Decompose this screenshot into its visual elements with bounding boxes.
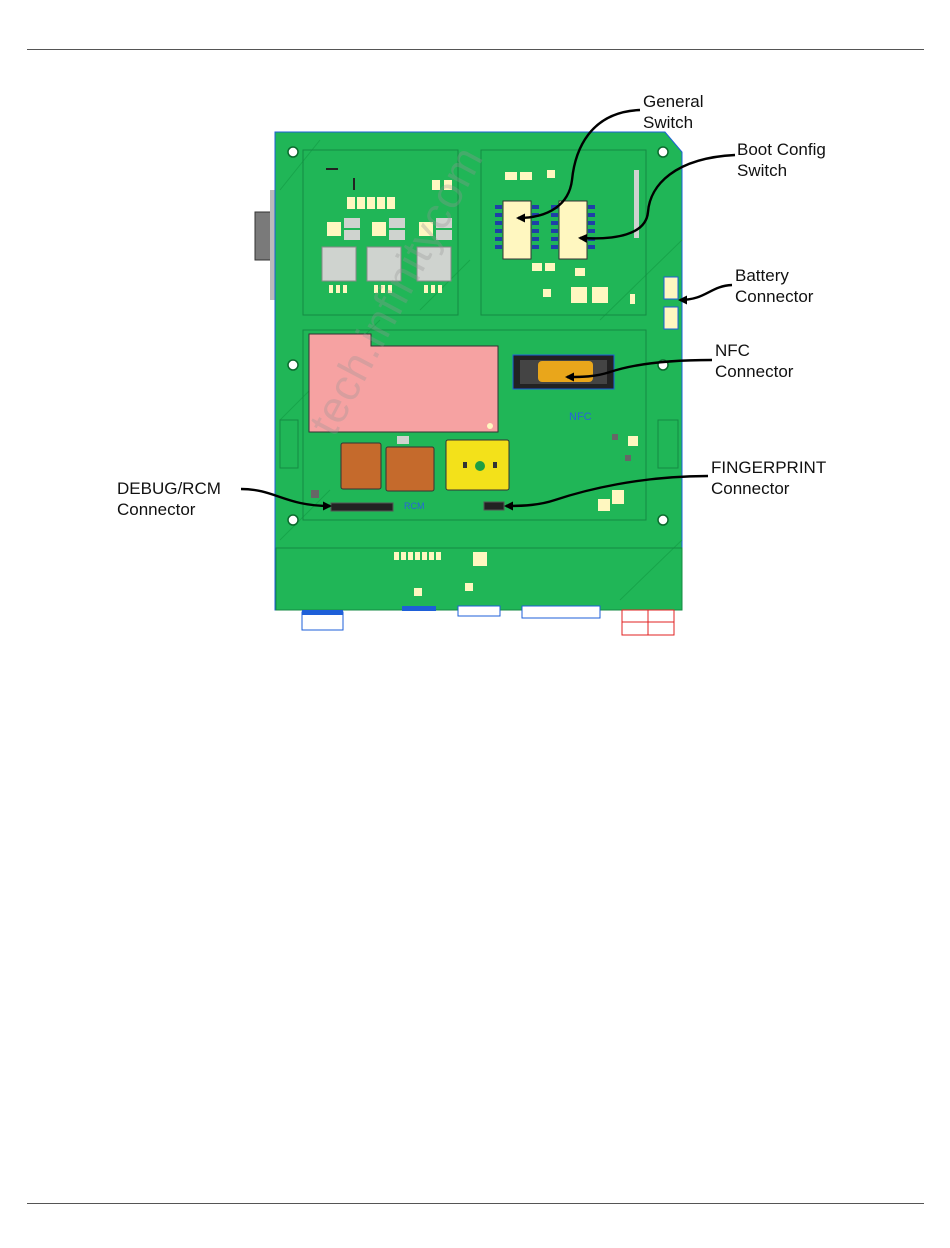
battery-connector-arrow [680,285,732,300]
debug-rcm-connector-part [331,503,393,511]
fingerprint-connector-part [484,502,504,510]
inductor-1 [341,443,381,489]
inductor-2 [386,447,434,491]
nfc-board-label: NFC [569,411,592,423]
rcm-board-label: RCM [404,501,425,511]
nfc-connector-part [513,355,614,389]
